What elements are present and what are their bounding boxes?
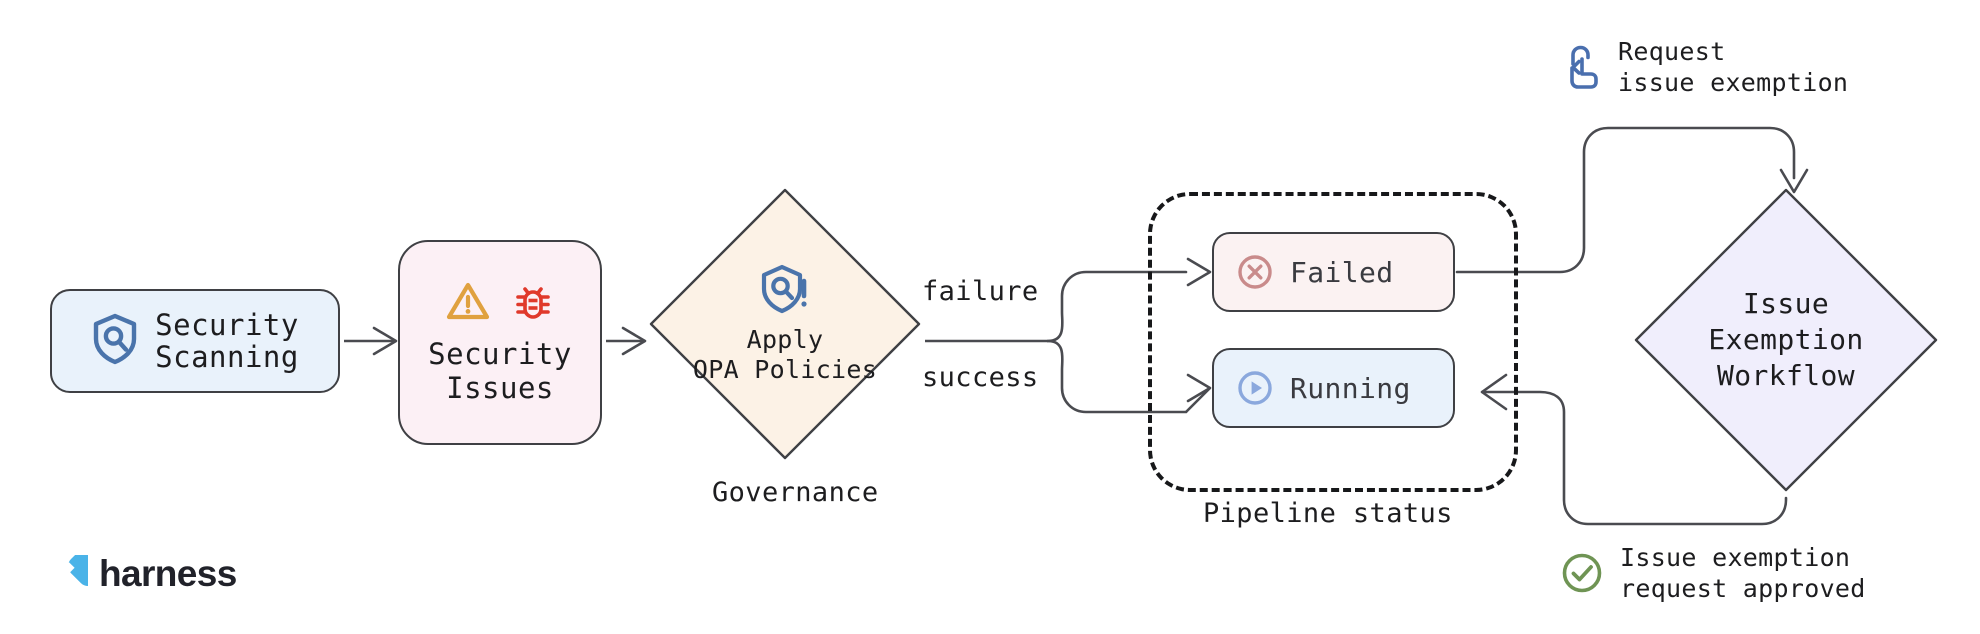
- pipeline-status-item-running[interactable]: Running: [1212, 348, 1455, 428]
- edge-issues-to-governance: [606, 326, 647, 356]
- governance-diamond-shape: [649, 188, 921, 460]
- bug-icon: [512, 280, 554, 326]
- shield-policy-alert-icon: [760, 263, 810, 319]
- pipeline-status-caption: Pipeline status: [1203, 498, 1453, 529]
- warning-triangle-icon: [446, 281, 490, 325]
- harness-logo: harness: [50, 553, 237, 595]
- harness-wordmark: harness: [99, 553, 237, 594]
- edge-label-failure: failure: [922, 276, 1039, 307]
- x-circle-icon: [1236, 253, 1274, 291]
- pipeline-status-running-label: Running: [1290, 371, 1411, 405]
- pipeline-status-failed-label: Failed: [1290, 255, 1394, 289]
- governance-caption: Governance: [712, 477, 879, 508]
- check-circle-icon: [1560, 551, 1604, 595]
- issue-exemption-workflow-shape: [1634, 188, 1938, 492]
- pipeline-status-group: [1148, 192, 1518, 492]
- play-circle-icon: [1236, 369, 1274, 407]
- click-hand-icon: [1560, 44, 1602, 90]
- pipeline-status-item-failed[interactable]: Failed: [1212, 232, 1455, 312]
- shield-search-icon: [91, 313, 139, 369]
- edge-scanning-to-issues: [344, 326, 398, 356]
- harness-diamond-logo-icon: [50, 555, 88, 593]
- edge-label-success: success: [922, 362, 1039, 393]
- security-issues-icon-row: [446, 280, 554, 326]
